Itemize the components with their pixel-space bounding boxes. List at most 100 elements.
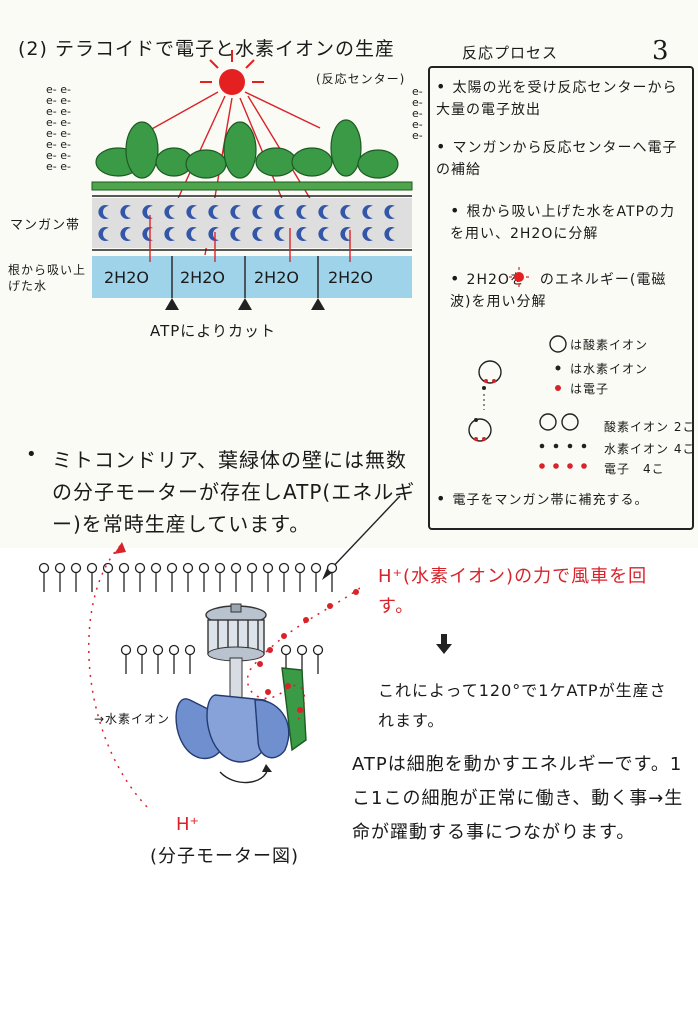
electron-column-right: e- e- e- e- e- — [412, 85, 423, 142]
electron-arrows — [149, 215, 351, 262]
manganese-ion-icon — [340, 226, 351, 242]
membrane-band — [91, 181, 413, 191]
manganese-ion-icon — [186, 205, 197, 220]
manganese-ion-icon — [230, 205, 241, 220]
lipid-head — [262, 562, 274, 574]
legend-symbols — [549, 335, 567, 391]
result-text-1: これによって120°で1ケATPが生産されます。 — [378, 681, 667, 730]
lipid-head — [230, 562, 242, 574]
manganese-ion-icon — [274, 226, 285, 242]
lipid-head — [136, 644, 148, 656]
hydrogen-ion-dot — [327, 603, 333, 609]
hplus-caption: H⁺(水素イオン)の力で風車を回す。 — [378, 566, 648, 617]
molecular-motor-diagram — [38, 542, 360, 811]
hydrogen-ion-dot — [265, 689, 271, 695]
motor-caption: (分子モーター図) — [150, 846, 300, 867]
manganese-ion-icon — [120, 205, 131, 220]
lipid-head — [38, 562, 50, 574]
manganese-ion-icon — [362, 226, 373, 242]
lipid-head — [182, 562, 194, 574]
water-band — [92, 256, 412, 298]
hydrogen-ion-dot — [267, 647, 273, 653]
h2o-cell-3: 2H2O — [254, 268, 299, 287]
hplus-label: H⁺ — [176, 814, 200, 835]
lipid-head — [70, 562, 82, 574]
electron-icon — [555, 385, 561, 391]
manganese-ion-icon — [164, 227, 175, 241]
water-molecule-sketch — [468, 360, 502, 442]
legend-electron: は電子 — [570, 382, 610, 396]
count-hydrogen: 水素イオン 4こ — [604, 442, 696, 456]
count-oxygen: 酸素イオン 2こ — [604, 420, 696, 434]
h2o-cell-2: 2H2O — [180, 268, 225, 287]
process-item-5: • 電子をマンガン帯に補充する。 — [436, 489, 649, 508]
lipid-head — [214, 562, 226, 574]
process-item-3: • 根から吸い上げた水をATPの力を用い、2H2Oに分解 — [450, 201, 676, 242]
manganese-ion-icon — [230, 226, 241, 242]
lipid-head — [152, 644, 164, 656]
manganese-ion-icon — [120, 227, 131, 241]
lipid-head — [296, 644, 308, 656]
lipid-head — [166, 562, 178, 574]
manganese-ion-icon — [318, 226, 329, 242]
manganese-ion-icon — [340, 205, 351, 220]
mito-bullet: • — [26, 444, 37, 465]
lipid-head — [310, 562, 322, 574]
lipid-head — [246, 562, 258, 574]
count-electron: 電子 4こ — [604, 462, 665, 476]
process-title: 反応プロセス — [462, 44, 559, 62]
page-title: (2) テラコイドで電子と水素イオンの生産 — [18, 38, 395, 60]
hydrogen-ion-label: →水素イオン — [94, 712, 171, 726]
sun-icon — [219, 69, 245, 95]
down-arrow-icon — [436, 634, 452, 654]
hydrogen-ion-dot — [303, 617, 309, 623]
lipid-head — [54, 562, 66, 574]
result-text-2: ATPは細胞を動かすエネルギーです。1こ1この細胞が正常に働き、動く事→生命が躍… — [352, 754, 684, 843]
h2o-cell-4: 2H2O — [328, 268, 373, 287]
manganese-ion-icon — [384, 205, 395, 220]
lipid-head — [312, 644, 324, 656]
manganese-ion-icon — [296, 205, 307, 220]
manganese-ion-icon — [186, 227, 197, 241]
hydrogen-ion-dot — [297, 707, 303, 713]
lipid-head — [134, 562, 146, 574]
lipid-head — [278, 562, 290, 574]
lipid-head — [120, 644, 132, 656]
manganese-ion-icon — [252, 205, 263, 220]
lipid-head — [168, 644, 180, 656]
manganese-ion-icon — [142, 205, 153, 220]
lipid-head — [118, 562, 130, 574]
process-item-2: • マンガンから反応センターへ電子の補給 — [436, 137, 678, 178]
lipid-head — [280, 644, 292, 656]
manganese-ion-icon — [98, 205, 109, 220]
manganese-ion-icon — [318, 205, 329, 220]
water-dividers — [171, 256, 319, 298]
manganese-ion-icon — [164, 205, 175, 220]
mitochondria-text: ミトコンドリア、葉緑体の壁には無数の分子モーターが存在しATP(エネルギー)を常… — [52, 448, 416, 536]
legend-hydrogen: は水素イオン — [570, 362, 649, 376]
manganese-label: マンガン帯 — [10, 218, 81, 233]
lipid-head — [326, 562, 338, 574]
process-item-1: • 太陽の光を受け反応センターから大量の電子放出 — [436, 77, 678, 118]
manganese-ion-icon — [296, 226, 307, 242]
sun-icon-small — [509, 267, 529, 287]
manganese-ion-icon — [98, 227, 109, 241]
thylakoid-diagram — [91, 50, 413, 310]
manganese-ion-icon — [362, 205, 373, 220]
count-symbols — [539, 413, 587, 469]
manganese-band — [92, 198, 412, 248]
atp-cutters — [165, 298, 325, 310]
oxygen-icon — [549, 335, 567, 353]
manganese-ion-icon — [274, 205, 285, 220]
hydrogen-ion-dot — [353, 589, 359, 595]
legend-oxygen: は酸素イオン — [570, 338, 649, 352]
leaf-row — [95, 119, 399, 179]
lipid-head — [198, 562, 210, 574]
sun-rays — [200, 50, 264, 83]
manganese-ion-icon — [142, 227, 153, 241]
page-number: 3 — [652, 36, 669, 66]
hydrogen-ion-dot — [281, 633, 287, 639]
reaction-center-label: (反応センター) — [316, 72, 406, 86]
process-item-4: • 2H2Oを のエネルギー(電磁波)を用い分解 — [450, 269, 667, 310]
hydrogen-ion-dot — [285, 683, 291, 689]
